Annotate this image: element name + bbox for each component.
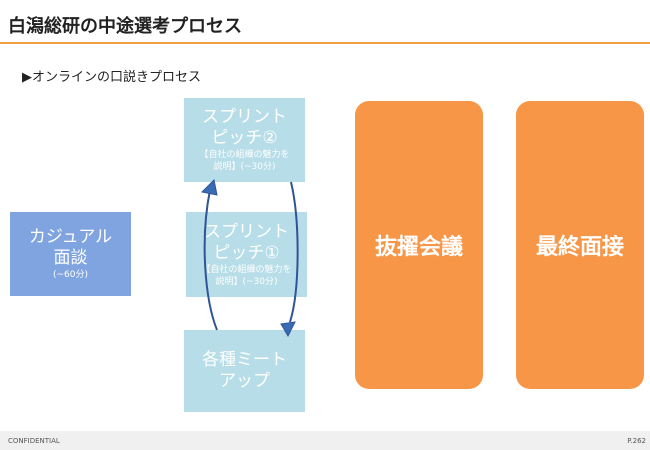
- sprint1-desc-1: 【自社の組織の魅力を: [201, 264, 292, 275]
- title-divider: [0, 42, 650, 44]
- page-number: P.262: [627, 437, 646, 445]
- arrow-to-sprint2: [203, 189, 218, 331]
- sprint1-title-2: ピッチ①: [213, 242, 280, 263]
- meetup-box: 各種ミート アップ: [184, 330, 305, 412]
- arrowhead-down-icon: [280, 321, 296, 338]
- sprint2-title-1: スプリント: [202, 107, 287, 127]
- footer: CONFIDENTIAL P.262: [0, 431, 650, 450]
- sprint2-title-2: ピッチ②: [211, 128, 278, 148]
- arrow-to-meetup: [289, 181, 299, 323]
- selection-meeting-box: 抜擢会議: [355, 101, 483, 389]
- casual-duration: (~60分): [52, 270, 89, 280]
- casual-interview-box: カジュアル 面談 (~60分): [10, 212, 131, 296]
- sprint1-desc-2: 説明】(~30分): [215, 276, 278, 287]
- confidential-label: CONFIDENTIAL: [8, 437, 60, 445]
- page-title: 白潟総研の中途選考プロセス: [8, 16, 242, 37]
- meetup-title-1: 各種ミート: [202, 350, 287, 370]
- meetup-title-2: アップ: [219, 371, 270, 391]
- section-subtitle: ▶オンラインの口説きプロセス: [22, 70, 201, 85]
- casual-title-1: カジュアル: [28, 227, 113, 247]
- arrowhead-up-icon: [200, 178, 218, 196]
- sprint1-title-1: スプリント: [204, 221, 289, 242]
- sprint2-desc-2: 説明】(~30分): [213, 162, 276, 172]
- casual-title-2: 面談: [53, 248, 88, 268]
- sprint2-desc-1: 【自社の組織の魅力を: [199, 150, 290, 160]
- sprint-pitch-2-box: スプリント ピッチ② 【自社の組織の魅力を 説明】(~30分): [184, 98, 305, 182]
- final-interview-box: 最終面接: [516, 101, 644, 389]
